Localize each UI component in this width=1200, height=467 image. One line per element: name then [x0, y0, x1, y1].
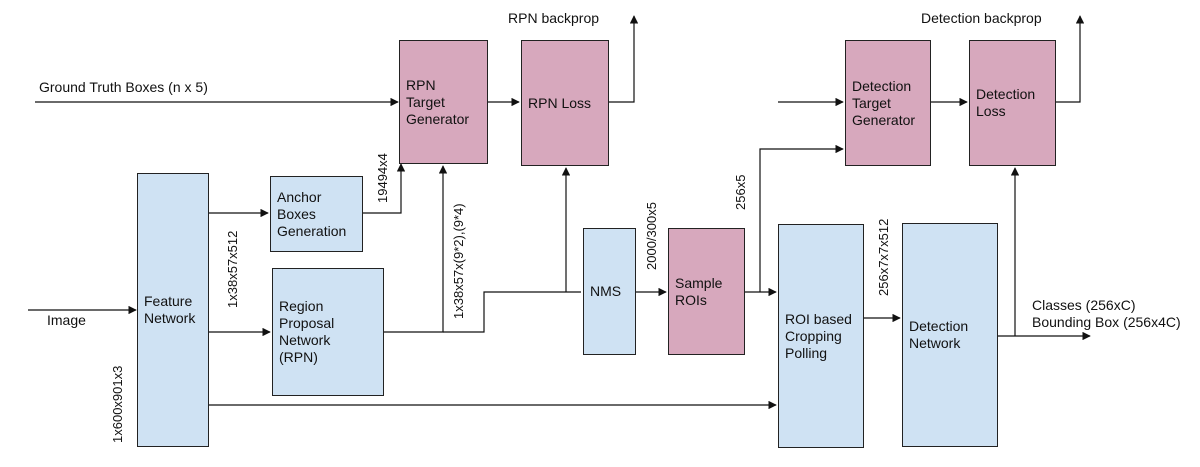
rpn-out-dim-label: 1x38x57x(9*2),(9*4)	[451, 203, 466, 319]
rpn-backprop-arrow	[609, 15, 639, 103]
detection-target-generator-box: Detection Target Generator	[845, 40, 931, 166]
rpn-box: Region Proposal Network (RPN)	[272, 268, 384, 396]
rpn-backprop-label: RPN backprop	[508, 10, 600, 26]
classes-label: Classes (256xC)	[1032, 297, 1136, 313]
roi-pooling-box: ROI based Cropping Polling	[778, 224, 864, 448]
feature-network-box: Feature Network	[137, 173, 209, 447]
detection-network-box: Detection Network	[902, 223, 998, 447]
rpn-loss-box: RPN Loss	[521, 40, 609, 166]
rpn-to-nms-arrow	[443, 291, 581, 333]
anchor-boxes-box: Anchor Boxes Generation	[270, 176, 363, 252]
detection-backprop-arrow	[1056, 15, 1085, 103]
rpn-to-rpn-target-arrow	[384, 165, 448, 333]
detection-backprop-label: Detection backprop	[921, 10, 1042, 26]
nms-box: NMS	[583, 228, 636, 355]
image-dim-label: 1x600x901x3	[110, 365, 125, 443]
sample-to-detection-target-arrow	[759, 144, 844, 292]
rpn-target-generator-box: RPN Target Generator	[399, 40, 488, 164]
rois-dim-label: 256x5	[733, 174, 748, 210]
nms-dim-label: 2000/300x5	[644, 202, 659, 270]
ground-truth-label: Ground Truth Boxes (n x 5)	[39, 79, 208, 95]
bounding-box-label: Bounding Box (256x4C)	[1032, 314, 1181, 330]
detection-loss-box: Detection Loss	[969, 40, 1056, 166]
pooled-dim-label: 256x7x7x512	[876, 218, 891, 296]
anchors-dim-label: 19494x4	[375, 153, 390, 203]
feature-dim-label: 1x38x57x512	[225, 230, 240, 308]
sample-rois-box: Sample ROIs	[668, 228, 745, 355]
anchor-to-rpn-target-arrow	[363, 163, 406, 214]
image-label: Image	[47, 312, 86, 328]
